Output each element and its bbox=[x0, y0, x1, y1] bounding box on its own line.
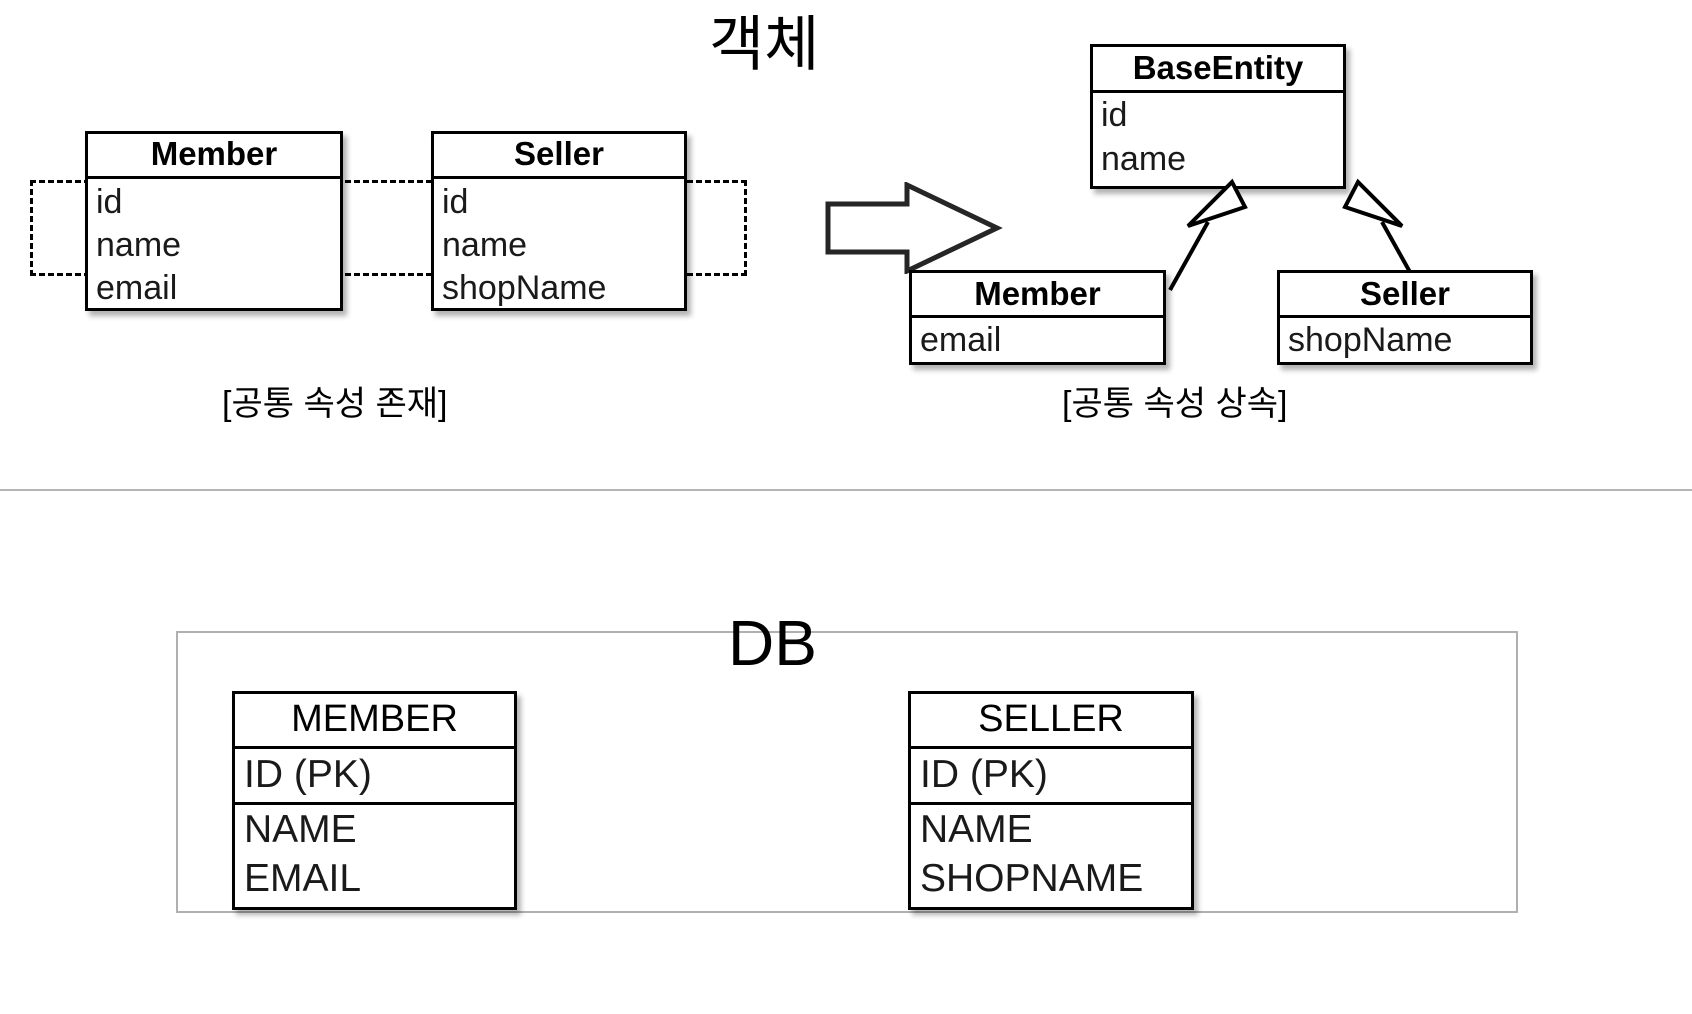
common-attributes-highlight bbox=[30, 180, 747, 276]
db-table-name-member: MEMBER bbox=[235, 694, 514, 749]
db-column-item: EMAIL bbox=[244, 857, 362, 900]
attribute-item: shopName bbox=[1288, 321, 1453, 359]
db-table-name-seller: SELLER bbox=[911, 694, 1191, 749]
class-name-member-before: Member bbox=[88, 134, 340, 179]
class-box-seller-before: Seller id name shopName bbox=[431, 131, 687, 311]
class-attributes-baseentity: id name bbox=[1093, 93, 1343, 182]
generalization-triangle-seller bbox=[1342, 178, 1404, 228]
db-columns-member: NAME EMAIL bbox=[235, 805, 514, 903]
attribute-item: email bbox=[920, 321, 1002, 359]
section-divider bbox=[0, 489, 1692, 491]
attribute-item: name bbox=[1101, 140, 1187, 178]
attribute-item: id bbox=[96, 183, 123, 221]
class-box-member-before: Member id name email bbox=[85, 131, 343, 311]
attribute-item: id bbox=[442, 183, 469, 221]
class-name-seller-before: Seller bbox=[434, 134, 684, 179]
db-section-title: DB bbox=[728, 607, 817, 679]
db-table-member: MEMBER ID (PK) NAME EMAIL bbox=[232, 691, 517, 910]
attribute-item: email bbox=[96, 269, 178, 307]
class-name-member-after: Member bbox=[912, 273, 1163, 318]
class-attributes-seller-after: shopName bbox=[1280, 318, 1530, 363]
db-column-item: NAME bbox=[920, 808, 1033, 851]
caption-before: [공통 속성 존재] bbox=[222, 385, 448, 423]
attribute-item: id bbox=[1101, 96, 1128, 134]
db-column-item: NAME bbox=[244, 808, 357, 851]
class-attributes-seller-before: id name shopName bbox=[434, 179, 684, 310]
db-table-seller: SELLER ID (PK) NAME SHOPNAME bbox=[908, 691, 1194, 910]
object-section: 객체 Member id name email Seller id name s… bbox=[0, 0, 1692, 490]
attribute-item: name bbox=[96, 226, 182, 264]
db-columns-seller: NAME SHOPNAME bbox=[911, 805, 1191, 903]
generalization-triangle-member bbox=[1186, 178, 1248, 228]
transform-arrow-icon bbox=[825, 182, 1003, 274]
object-section-title: 객체 bbox=[709, 11, 820, 78]
class-attributes-member-after: email bbox=[912, 318, 1163, 363]
class-box-member-after: Member email bbox=[909, 270, 1166, 365]
attribute-item: name bbox=[442, 226, 528, 264]
class-attributes-member-before: id name email bbox=[88, 179, 340, 310]
class-name-seller-after: Seller bbox=[1280, 273, 1530, 318]
caption-after: [공통 속성 상속] bbox=[1062, 385, 1288, 423]
class-box-baseentity: BaseEntity id name bbox=[1090, 44, 1346, 189]
db-column-item: SHOPNAME bbox=[920, 857, 1144, 900]
db-primary-key-member: ID (PK) bbox=[235, 749, 514, 805]
attribute-item: shopName bbox=[442, 269, 607, 307]
class-box-seller-after: Seller shopName bbox=[1277, 270, 1533, 365]
db-primary-key-seller: ID (PK) bbox=[911, 749, 1191, 805]
class-name-baseentity: BaseEntity bbox=[1093, 47, 1343, 93]
